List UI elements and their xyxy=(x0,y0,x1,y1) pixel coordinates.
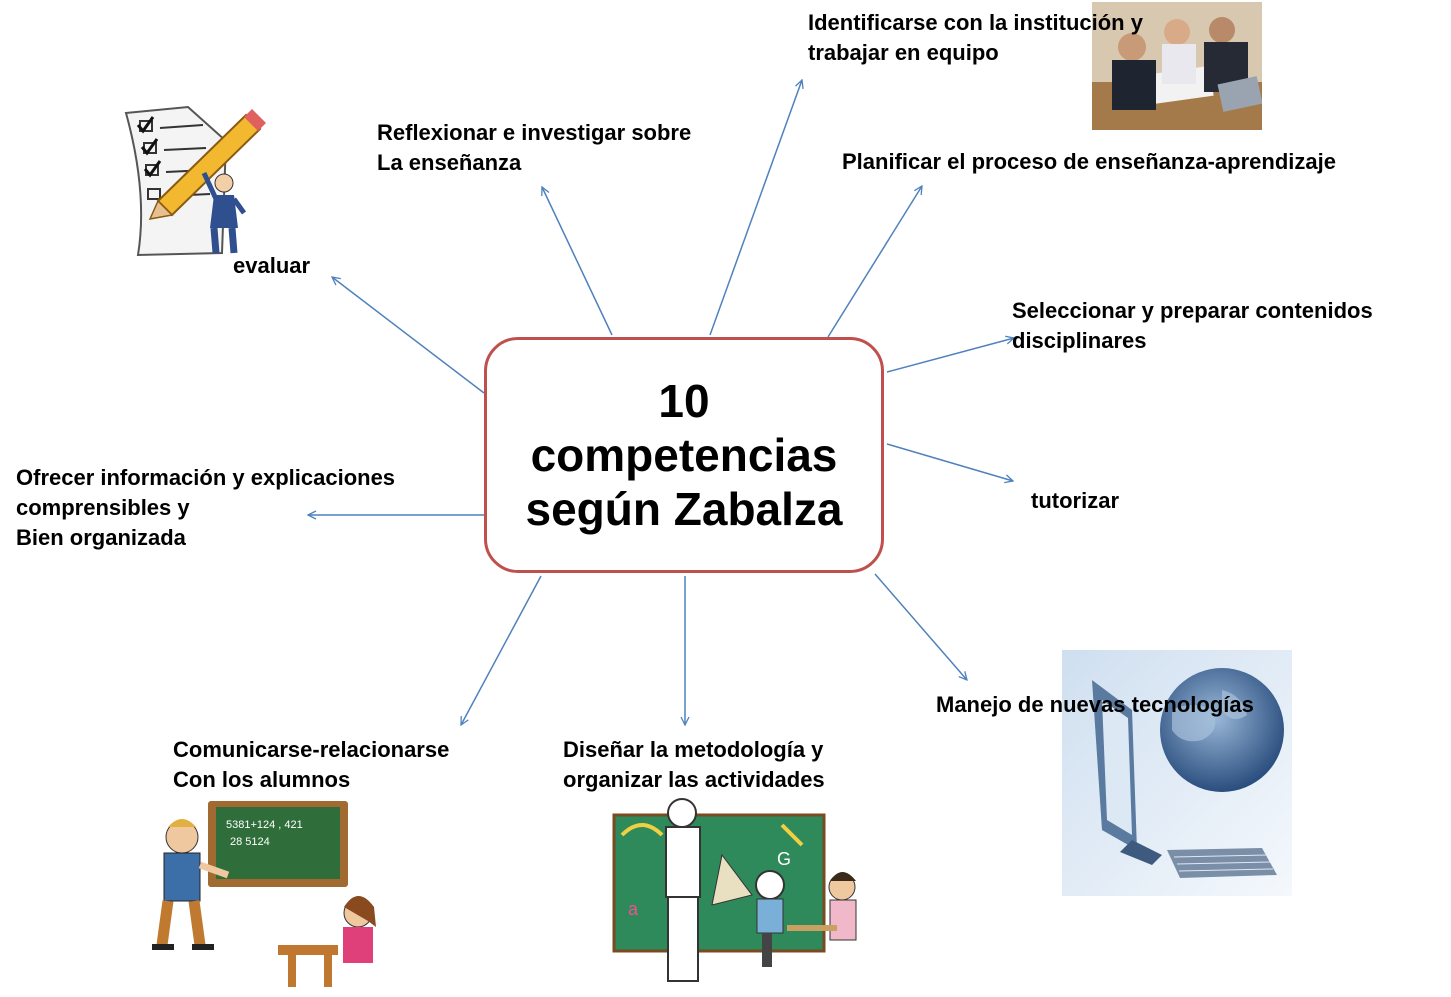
chalkboard-line-2: 28 5124 xyxy=(230,836,270,848)
label-evaluar: evaluar xyxy=(233,253,311,278)
label-reflexionar: Reflexionar e investigar sobre La enseña… xyxy=(377,120,692,175)
arrow-planificar xyxy=(827,186,922,338)
arrow-comunicarse xyxy=(461,575,542,725)
central-topic-box: 10 competencias según Zabalza xyxy=(484,337,884,573)
team-meeting-photo xyxy=(1092,2,1262,130)
central-topic-line-2: competencias xyxy=(530,429,838,481)
label-metodologia: Diseñar la metodología y organizar las a… xyxy=(563,737,825,792)
arrow-tecnologias xyxy=(874,573,967,680)
arrow-evaluar xyxy=(332,277,485,394)
teacher-chalkboard-illustration: 5381+124 , 421 28 5124 xyxy=(152,801,376,987)
label-tecnologias: Manejo de nuevas tecnologías xyxy=(936,692,1254,717)
label-tutorizar: tutorizar xyxy=(1031,488,1119,513)
globe-computer-illustration xyxy=(1062,650,1292,896)
label-seleccionar: Seleccionar y preparar contenidos discip… xyxy=(1012,298,1373,353)
label-planificar: Planificar el proceso de enseñanza-apren… xyxy=(842,149,1336,174)
svg-text:G: G xyxy=(777,849,791,869)
svg-text:a: a xyxy=(628,899,639,919)
central-topic-line-1: 10 xyxy=(658,375,710,427)
classroom-illustration: G a xyxy=(612,798,857,982)
arrow-tutorizar xyxy=(886,443,1013,481)
label-comunicarse: Comunicarse-relacionarse Con los alumnos xyxy=(173,737,450,792)
label-institucion: Identificarse con la institución y traba… xyxy=(808,10,1143,65)
checklist-pencil-illustration xyxy=(124,105,266,257)
arrow-institucion xyxy=(709,80,802,336)
label-ofrecer: Ofrecer información y explicaciones comp… xyxy=(16,465,396,550)
central-topic-line-3: según Zabalza xyxy=(525,483,843,535)
chalkboard-line-1: 5381+124 , 421 xyxy=(226,819,303,831)
arrow-reflexionar xyxy=(542,187,613,336)
arrow-seleccionar xyxy=(886,338,1014,373)
